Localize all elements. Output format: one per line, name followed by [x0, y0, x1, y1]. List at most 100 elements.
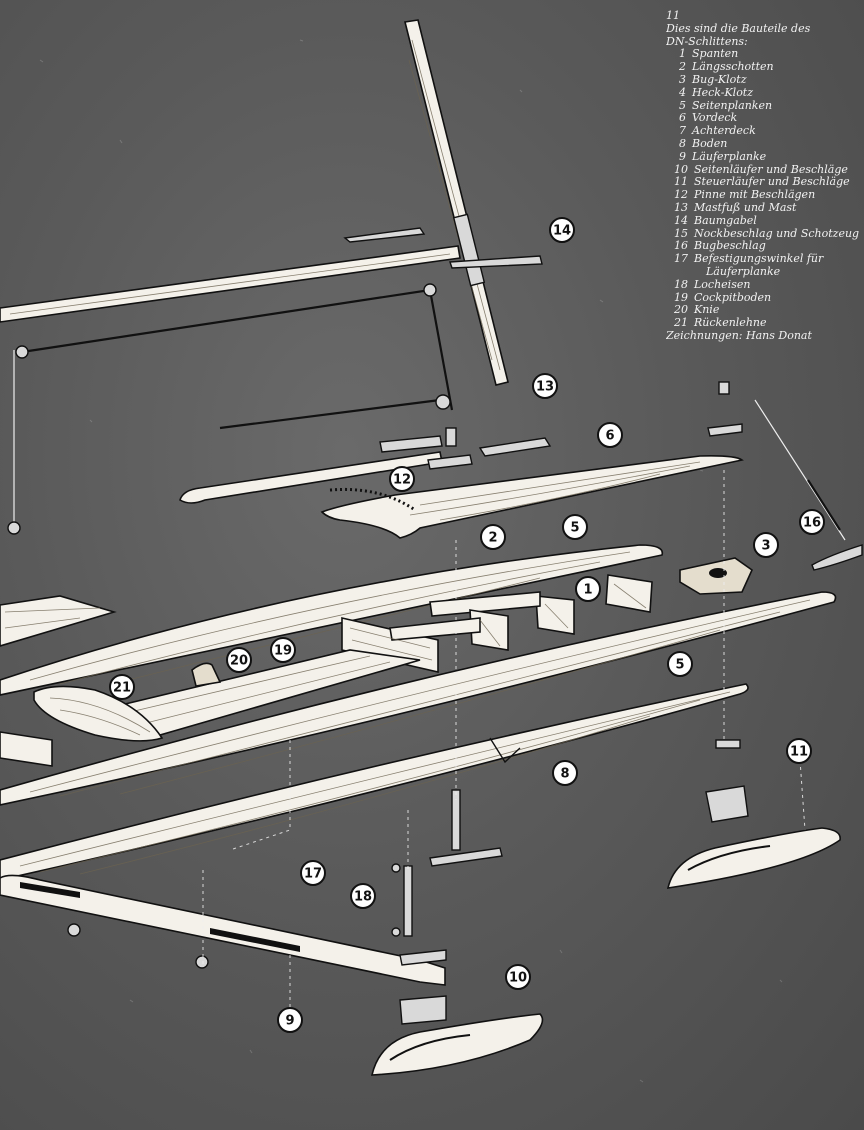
construction-lines — [202, 470, 806, 1010]
legend-credit: Zeichnungen: Hans Donat — [666, 328, 812, 342]
callout-circle — [300, 860, 326, 886]
callout-label: 1 — [583, 583, 592, 598]
legend-item-label: Pinne mit Beschlägen — [694, 188, 816, 202]
legend-item-label: Boden — [692, 136, 728, 150]
callout-marker: 9 — [277, 1007, 303, 1033]
legend-item-label: Befestigungswinkel für — [694, 252, 824, 266]
legend-item: 8 Boden — [666, 136, 864, 151]
callout-circle — [575, 576, 601, 602]
legend-item: 16 Bugbeschlag — [666, 239, 864, 253]
boom — [0, 245, 461, 323]
callout-marker: 12 — [389, 466, 415, 492]
legend-item-label: Cockpitboden — [694, 290, 772, 304]
callout-marker: 14 — [549, 217, 575, 243]
legend-item-number: 3 — [679, 72, 686, 86]
callout-label: 8 — [560, 767, 569, 782]
callout-circle — [562, 514, 588, 540]
callout-marker: 6 — [597, 422, 623, 448]
steering-runner — [429, 739, 841, 889]
callout-label: 19 — [274, 644, 292, 659]
callout-label: 12 — [393, 473, 411, 488]
callout-label: 18 — [354, 890, 372, 905]
callout-label: 6 — [605, 429, 614, 444]
callout-marker: 20 — [226, 647, 252, 673]
callout-marker: 19 — [270, 637, 296, 663]
callout-marker: 21 — [109, 674, 135, 700]
legend-item-number: 8 — [679, 136, 686, 150]
callout-label: 10 — [509, 971, 527, 986]
knee — [191, 662, 222, 687]
legend-item-number: 6 — [679, 111, 686, 125]
callout-circle — [549, 217, 575, 243]
legend-item-number: 13 — [674, 200, 688, 214]
hole-irons — [391, 863, 413, 937]
legend-item-label: Bugbeschlag — [694, 239, 766, 253]
runner-plank — [0, 874, 446, 986]
rear-frame — [0, 731, 53, 767]
parts-legend: 11 Dies sind die Bauteile des DN-Schlitt… — [666, 10, 864, 343]
legend-item-number: 16 — [674, 239, 688, 253]
callout-circle — [277, 1007, 303, 1033]
legend-intro-line-1: Dies sind die Bauteile des — [666, 21, 811, 35]
callout-circle — [786, 738, 812, 764]
legend-item-label: Längsschotten — [692, 60, 774, 74]
callout-marker: 5 — [562, 514, 588, 540]
page-number: 11 — [666, 10, 680, 22]
side-runner — [370, 1013, 544, 1076]
callout-label: 14 — [553, 224, 571, 239]
legend-item-number: 2 — [679, 60, 686, 74]
callout-marker: 18 — [350, 883, 376, 909]
callout-label: 9 — [285, 1014, 294, 1029]
callout-label: 5 — [675, 658, 684, 673]
legend-item-label: Baumgabel — [694, 213, 757, 227]
legend-item-number: 19 — [674, 290, 688, 304]
callout-marker: 17 — [300, 860, 326, 886]
legend-item-label: Steuerläufer und Beschläge — [694, 175, 850, 189]
legend-item-number: 15 — [674, 226, 688, 240]
callout-label: 3 — [761, 539, 770, 554]
legend-item-number: 9 — [679, 149, 686, 163]
legend-item-number: 10 — [674, 162, 688, 176]
foredeck — [320, 455, 744, 539]
mast — [404, 19, 509, 386]
callout-circle — [480, 524, 506, 550]
legend-item: 17 Befestigungswinkel für — [666, 252, 864, 266]
rigging-lines — [7, 283, 846, 541]
legend-item-number: 14 — [674, 213, 688, 227]
legend-item: 14 Baumgabel — [666, 213, 864, 228]
left-floor-piece — [0, 595, 117, 647]
legend-item-number: 21 — [674, 316, 688, 330]
callout-marker: 2 — [480, 524, 506, 550]
legend-item-number: 17 — [674, 252, 688, 266]
callout-circle — [532, 373, 558, 399]
callout-circle — [350, 883, 376, 909]
legend-item-label: Spanten — [692, 47, 739, 61]
callout-marker: 3 — [753, 532, 779, 558]
legend-item: 19 Cockpitboden — [666, 290, 864, 305]
legend-item-label: Nockbeschlag und Schotzeug — [694, 226, 860, 240]
callout-circle — [799, 509, 825, 535]
backrest — [33, 685, 164, 742]
legend-item-label: Seitenläufer und Beschläge — [694, 162, 848, 176]
callout-circle — [389, 466, 415, 492]
legend-item-label: Läuferplanke — [692, 149, 767, 163]
callout-marker: 5 — [667, 651, 693, 677]
callout-label: 13 — [536, 380, 554, 395]
bow-block — [679, 557, 754, 595]
callout-label: 21 — [113, 681, 131, 696]
side-plank-lower — [0, 591, 837, 806]
legend-item-label: Heck-Klotz — [692, 85, 754, 99]
callout-circle — [552, 760, 578, 786]
legend-item-label: Seitenplanken — [692, 98, 773, 112]
mast-step — [427, 427, 552, 470]
